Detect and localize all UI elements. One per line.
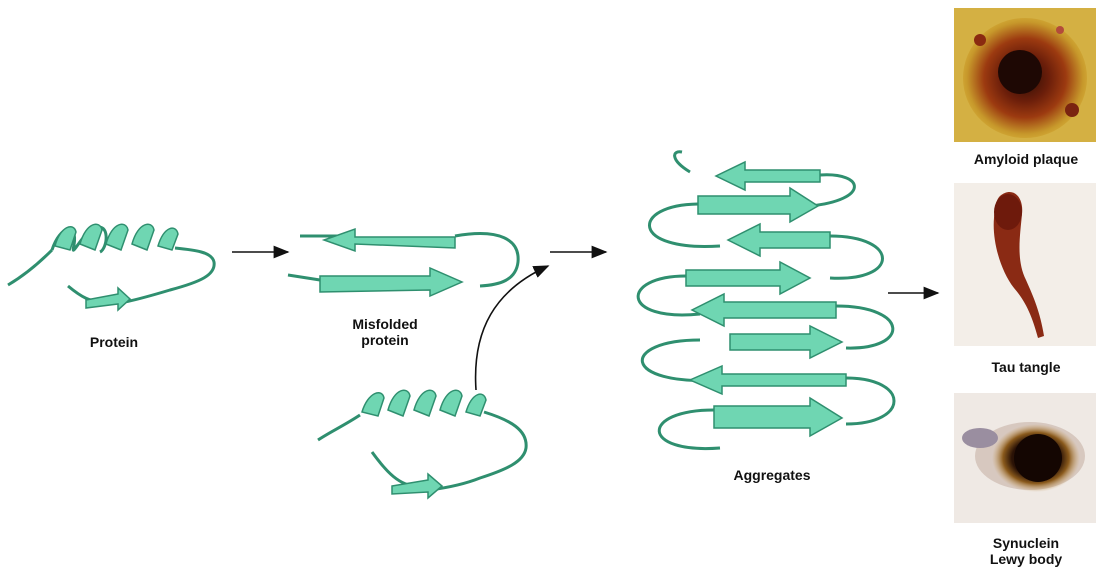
label-synuclein-line2: Lewy body	[966, 551, 1086, 567]
label-misfolded-protein: Misfolded protein	[330, 316, 440, 348]
aggregates-ribbon	[638, 152, 894, 449]
misfolded-protein-ribbon	[288, 229, 518, 296]
label-synuclein-lewy-body: Synuclein Lewy body	[966, 535, 1086, 567]
label-misfolded-line2: protein	[330, 332, 440, 348]
label-synuclein-line1: Synuclein	[966, 535, 1086, 551]
label-tau-tangle: Tau tangle	[966, 359, 1086, 375]
label-misfolded-line1: Misfolded	[330, 316, 440, 332]
lewy-body-image	[954, 393, 1096, 523]
label-protein: Protein	[74, 334, 154, 350]
native-protein-ribbon-2	[318, 390, 526, 498]
label-aggregates: Aggregates	[712, 467, 832, 483]
tau-tangle-image	[954, 183, 1096, 346]
label-amyloid-plaque: Amyloid plaque	[956, 151, 1096, 167]
amyloid-plaque-image	[954, 8, 1096, 142]
native-protein-ribbon	[8, 224, 214, 310]
